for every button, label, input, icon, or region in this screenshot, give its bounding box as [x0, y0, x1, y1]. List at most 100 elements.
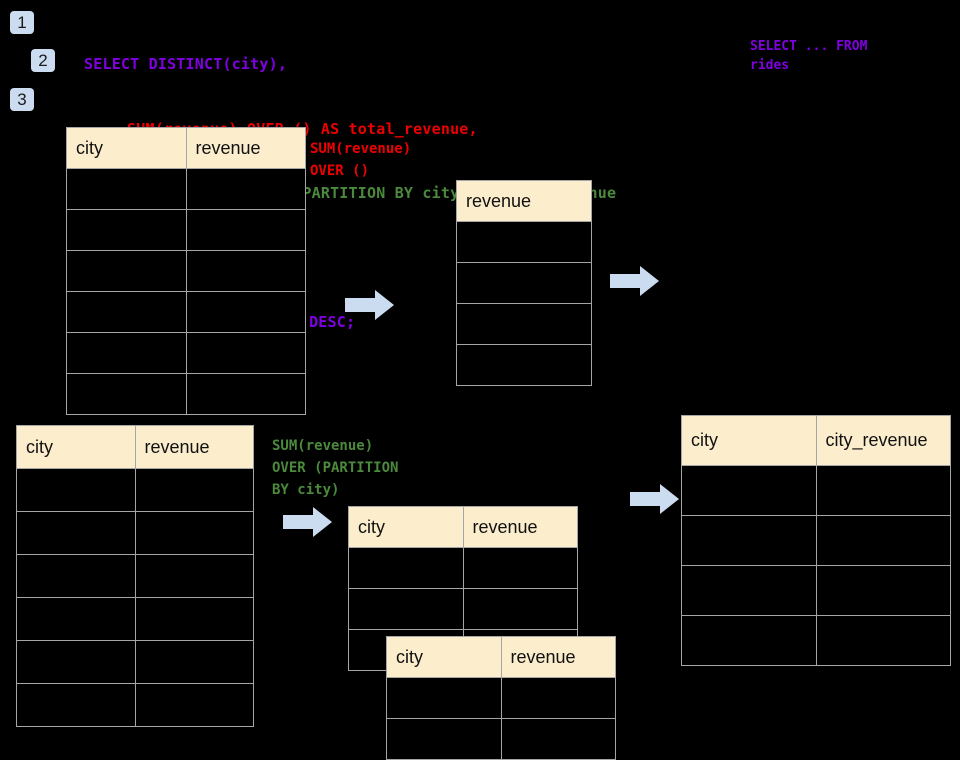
table-cell — [16, 554, 136, 598]
table-row — [16, 597, 254, 641]
table-header-row: city revenue — [386, 636, 616, 678]
table-cell — [134, 468, 254, 512]
table-cell — [815, 465, 951, 516]
table-cell — [66, 291, 187, 333]
table-row — [456, 303, 592, 345]
column-header-city: city — [386, 636, 502, 678]
table-cell — [185, 332, 306, 374]
table-cell — [681, 465, 817, 516]
rides-partition-source-table: city revenue — [16, 425, 254, 727]
arrow-right-icon — [610, 266, 659, 296]
table-cell — [348, 588, 464, 630]
table-cell — [185, 168, 306, 210]
arrow-right-icon — [630, 484, 679, 514]
table-cell — [16, 468, 136, 512]
arrow-right-icon — [283, 507, 332, 537]
table-row — [66, 250, 306, 292]
table-cell — [66, 373, 187, 415]
table-row — [456, 221, 592, 263]
table-cell — [348, 547, 464, 589]
table-cell — [681, 515, 817, 566]
arrow-right-icon — [345, 290, 394, 320]
table-header-row: revenue — [456, 180, 592, 222]
table-header-row: city city_revenue — [681, 415, 951, 466]
city-revenue-result-table: city city_revenue — [681, 415, 951, 666]
table-cell — [386, 677, 502, 719]
total-revenue-table: revenue — [456, 180, 592, 386]
table-row — [386, 677, 616, 719]
column-header-revenue: revenue — [500, 636, 616, 678]
column-header-revenue: revenue — [134, 425, 254, 469]
table-row — [16, 468, 254, 512]
table-cell — [134, 554, 254, 598]
column-header-revenue: revenue — [185, 127, 306, 169]
table-row — [681, 615, 951, 666]
table-cell — [16, 511, 136, 555]
table-header-row: city revenue — [348, 506, 578, 548]
table-row — [16, 511, 254, 555]
step-badge-3: 3 — [10, 88, 34, 111]
table-cell — [66, 209, 187, 251]
table-cell — [134, 683, 254, 727]
diagram-canvas: 1 2 3 SELECT DISTINCT(city), SUM(revenue… — [10, 11, 951, 760]
partition-group-table-a: city revenue — [348, 506, 578, 671]
annotation-sum-over-partition: SUM(revenue) OVER (PARTITION BY city) — [272, 438, 399, 498]
table-cell — [134, 640, 254, 684]
table-cell — [185, 373, 306, 415]
table-header-row: city revenue — [16, 425, 254, 469]
annotation-sum-over-empty: SUM(revenue) OVER () — [310, 141, 412, 179]
table-cell — [681, 615, 817, 666]
column-header-city-revenue: city_revenue — [815, 415, 951, 466]
table-cell — [185, 209, 306, 251]
table-row — [456, 262, 592, 304]
table-cell — [681, 565, 817, 616]
table-row — [16, 683, 254, 727]
table-row — [16, 554, 254, 598]
column-header-revenue: revenue — [456, 180, 592, 222]
table-row — [681, 465, 951, 516]
column-header-revenue: revenue — [462, 506, 578, 548]
table-row — [66, 373, 306, 415]
table-cell — [500, 718, 616, 760]
table-row — [66, 332, 306, 374]
table-row — [456, 344, 592, 386]
table-cell — [500, 677, 616, 719]
table-cell — [815, 515, 951, 566]
table-cell — [456, 303, 592, 345]
table-cell — [16, 683, 136, 727]
table-cell — [815, 565, 951, 616]
table-cell — [456, 221, 592, 263]
table-cell — [456, 344, 592, 386]
table-cell — [134, 597, 254, 641]
table-row — [386, 718, 616, 760]
table-cell — [66, 250, 187, 292]
table-row — [66, 209, 306, 251]
table-row — [16, 640, 254, 684]
partition-group-table-b: city revenue — [386, 636, 616, 760]
table-cell — [134, 511, 254, 555]
table-cell — [462, 588, 578, 630]
rides-source-table: city revenue — [66, 127, 306, 415]
table-header-row: city revenue — [66, 127, 306, 169]
table-cell — [185, 250, 306, 292]
column-header-city: city — [348, 506, 464, 548]
step-badge-1: 1 — [10, 11, 34, 34]
sql-line-1: SELECT DISTINCT(city), — [84, 55, 288, 73]
table-cell — [16, 640, 136, 684]
table-cell — [456, 262, 592, 304]
table-row — [348, 588, 578, 630]
table-cell — [462, 547, 578, 589]
table-cell — [66, 168, 187, 210]
table-cell — [185, 291, 306, 333]
table-row — [681, 515, 951, 566]
step-badge-2: 2 — [31, 49, 55, 72]
column-header-city: city — [66, 127, 187, 169]
table-cell — [815, 615, 951, 666]
table-row — [66, 291, 306, 333]
table-cell — [16, 597, 136, 641]
table-row — [348, 547, 578, 589]
table-row — [681, 565, 951, 616]
table-cell — [66, 332, 187, 374]
column-header-city: city — [681, 415, 817, 466]
table-cell — [386, 718, 502, 760]
